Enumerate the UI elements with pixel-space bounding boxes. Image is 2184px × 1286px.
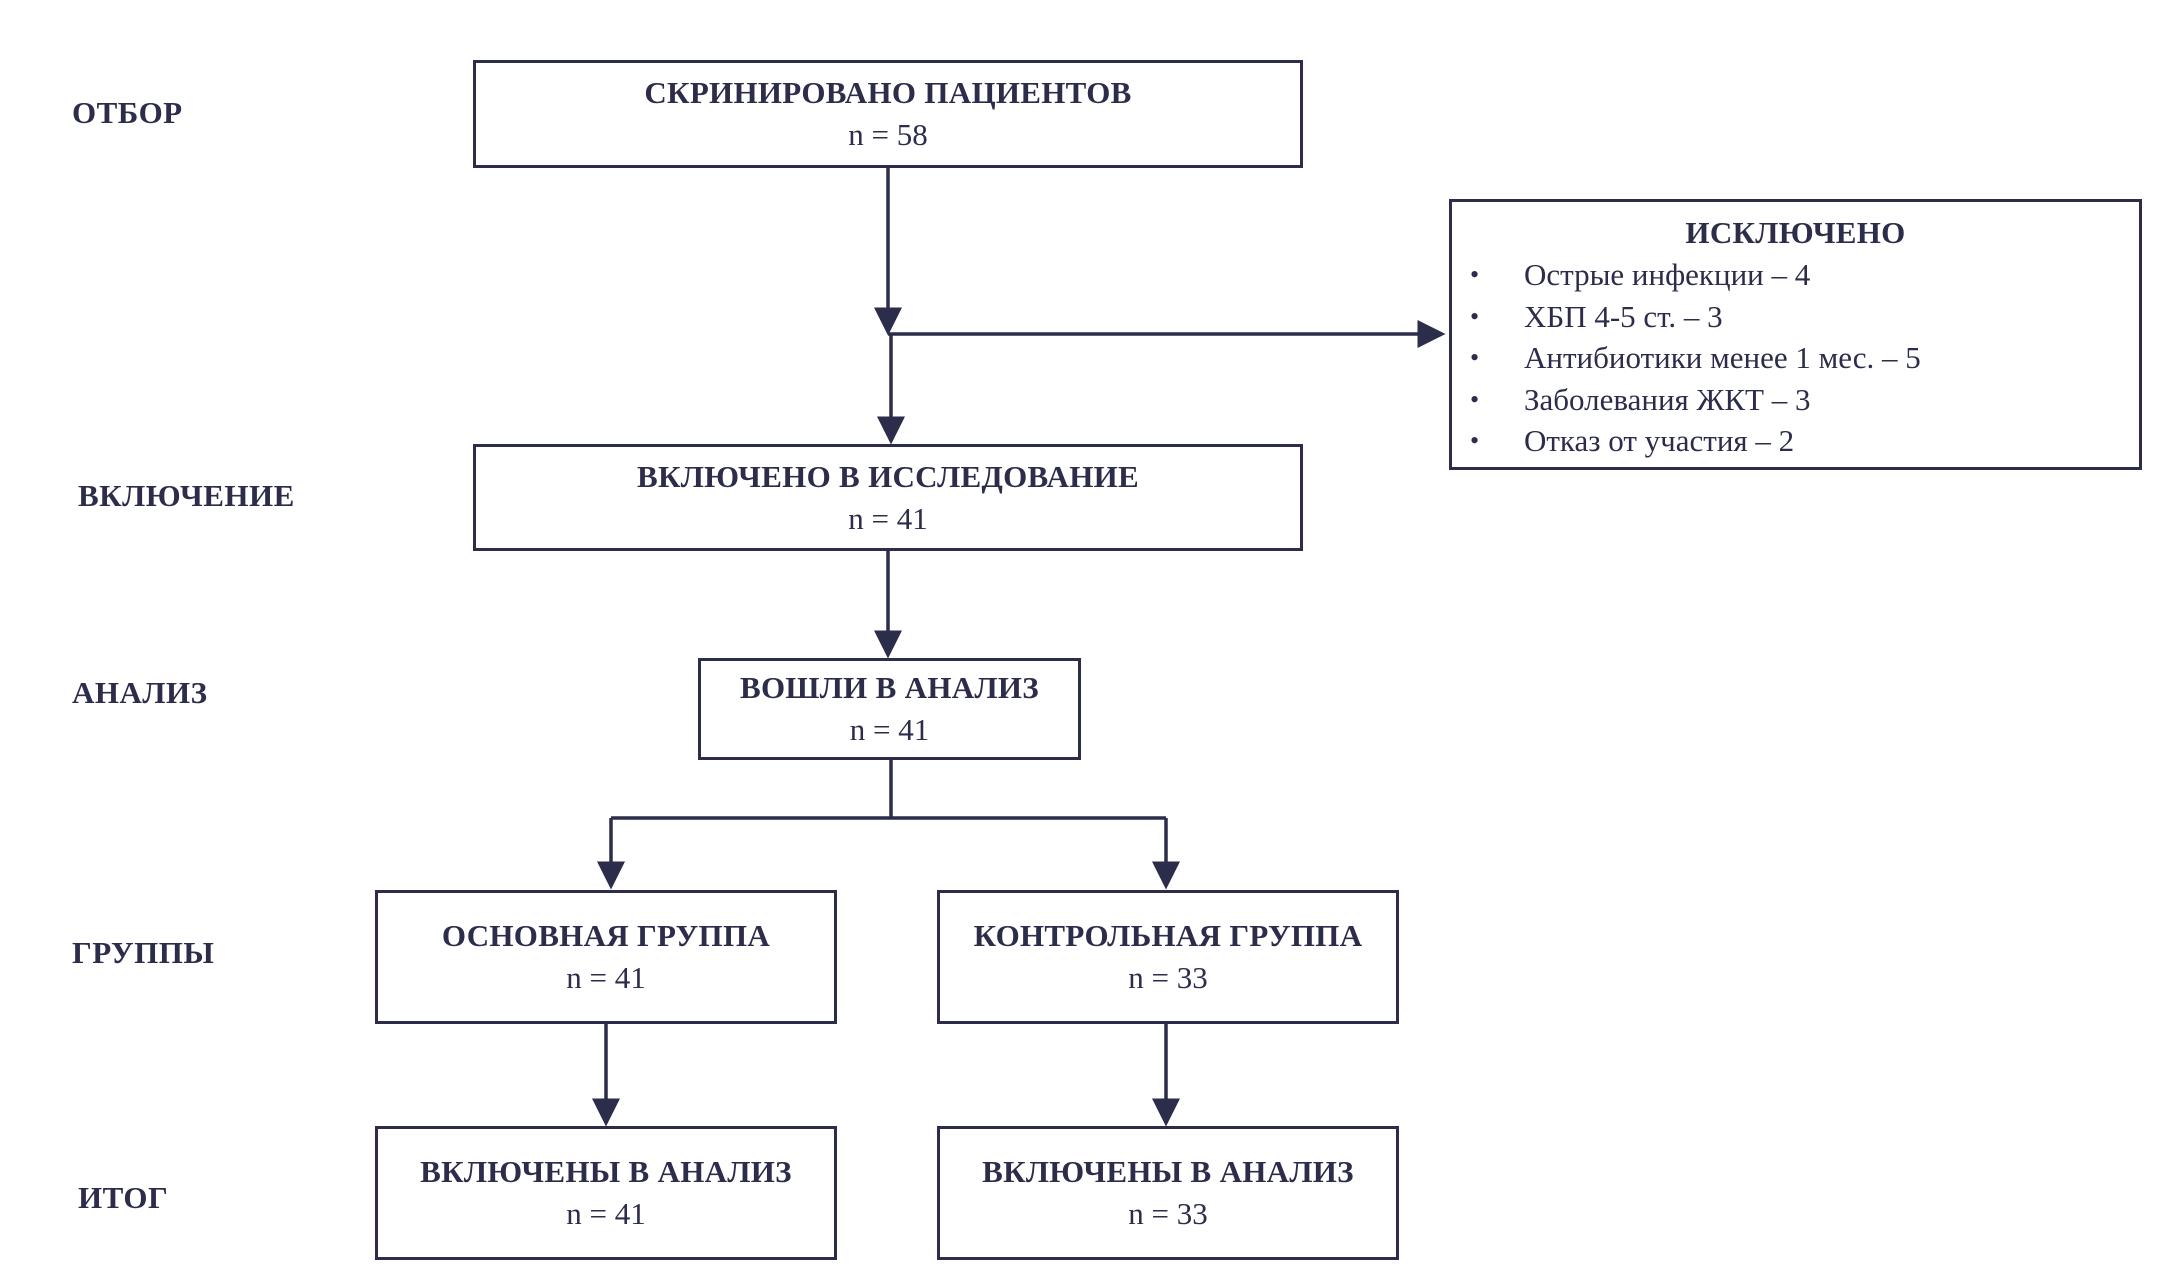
excluded-item-label: Отказ от участия – 2	[1524, 423, 1795, 458]
excluded-item-label: Антибиотики менее 1 мес. – 5	[1524, 340, 1921, 375]
control-final-count: n = 33	[1128, 1196, 1208, 1231]
stage-label-groups: ГРУППЫ	[72, 935, 215, 970]
main-final-box: ВКЛЮЧЕНЫ В АНАЛИЗ n = 41	[375, 1126, 837, 1260]
included-title: ВКЛЮЧЕНО В ИССЛЕДОВАНИЕ	[636, 458, 1140, 494]
analyzed-box: ВОШЛИ В АНАЛИЗ n = 41	[698, 658, 1081, 760]
control-final-title: ВКЛЮЧЕНЫ В АНАЛИЗ	[982, 1154, 1354, 1189]
main-final-count: n = 41	[566, 1196, 646, 1231]
main-group-count: n = 41	[566, 960, 646, 995]
excluded-item: • ХБП 4-5 ст. – 3	[1452, 296, 1921, 338]
excluded-item: • Антибиотики менее 1 мес. – 5	[1452, 337, 1921, 379]
bullet-icon: •	[1470, 426, 1480, 455]
stage-label-analysis: АНАЛИЗ	[72, 675, 208, 710]
screened-count: n = 58	[848, 117, 928, 152]
stage-label-outcome: ИТОГ	[78, 1180, 169, 1215]
excluded-item: • Отказ от участия – 2	[1452, 420, 1921, 462]
bullet-icon: •	[1470, 260, 1480, 289]
included-box: ВКЛЮЧЕНО В ИССЛЕДОВАНИЕ n = 41	[473, 444, 1303, 551]
control-final-box: ВКЛЮЧЕНЫ В АНАЛИЗ n = 33	[937, 1126, 1399, 1260]
excluded-list: • Острые инфекции – 4 • ХБП 4-5 ст. – 3 • А…	[1452, 254, 1921, 462]
main-group-title: ОСНОВНАЯ ГРУППА	[441, 918, 771, 953]
analyzed-count: n = 41	[849, 712, 930, 747]
excluded-item-label: Заболевания ЖКТ – 3	[1524, 381, 1811, 417]
bullet-icon: •	[1470, 384, 1480, 414]
excluded-item-label: ХБП 4-5 ст. – 3	[1524, 298, 1723, 334]
analyzed-title: ВОШЛИ В АНАЛИЗ	[740, 670, 1039, 705]
excluded-item: • Заболевания ЖКТ – 3	[1452, 379, 1921, 421]
control-group-box: КОНТРОЛЬНАЯ ГРУППА n = 33	[937, 890, 1399, 1024]
excluded-box: ИСКЛЮЧЕНО • Острые инфекции – 4 • ХБП 4-5 …	[1449, 199, 2142, 470]
main-group-box: ОСНОВНАЯ ГРУППА n = 41	[375, 890, 837, 1024]
included-count: n = 41	[848, 500, 928, 536]
stage-label-selection: ОТБОР	[72, 95, 183, 130]
control-group-title: КОНТРОЛЬНАЯ ГРУППА	[973, 918, 1363, 953]
screened-box: СКРИНИРОВАНО ПАЦИЕНТОВ n = 58	[473, 60, 1303, 168]
control-group-count: n = 33	[1128, 960, 1208, 995]
main-final-title: ВКЛЮЧЕНЫ В АНАЛИЗ	[420, 1154, 792, 1189]
bullet-icon: •	[1470, 343, 1480, 372]
excluded-item: • Острые инфекции – 4	[1452, 254, 1921, 296]
stage-label-inclusion: ВКЛЮЧЕНИЕ	[78, 478, 295, 513]
excluded-item-label: Острые инфекции – 4	[1524, 257, 1811, 292]
excluded-title: ИСКЛЮЧЕНО	[1685, 215, 1906, 250]
screened-title: СКРИНИРОВАНО ПАЦИЕНТОВ	[644, 75, 1132, 110]
bullet-icon: •	[1470, 301, 1480, 331]
